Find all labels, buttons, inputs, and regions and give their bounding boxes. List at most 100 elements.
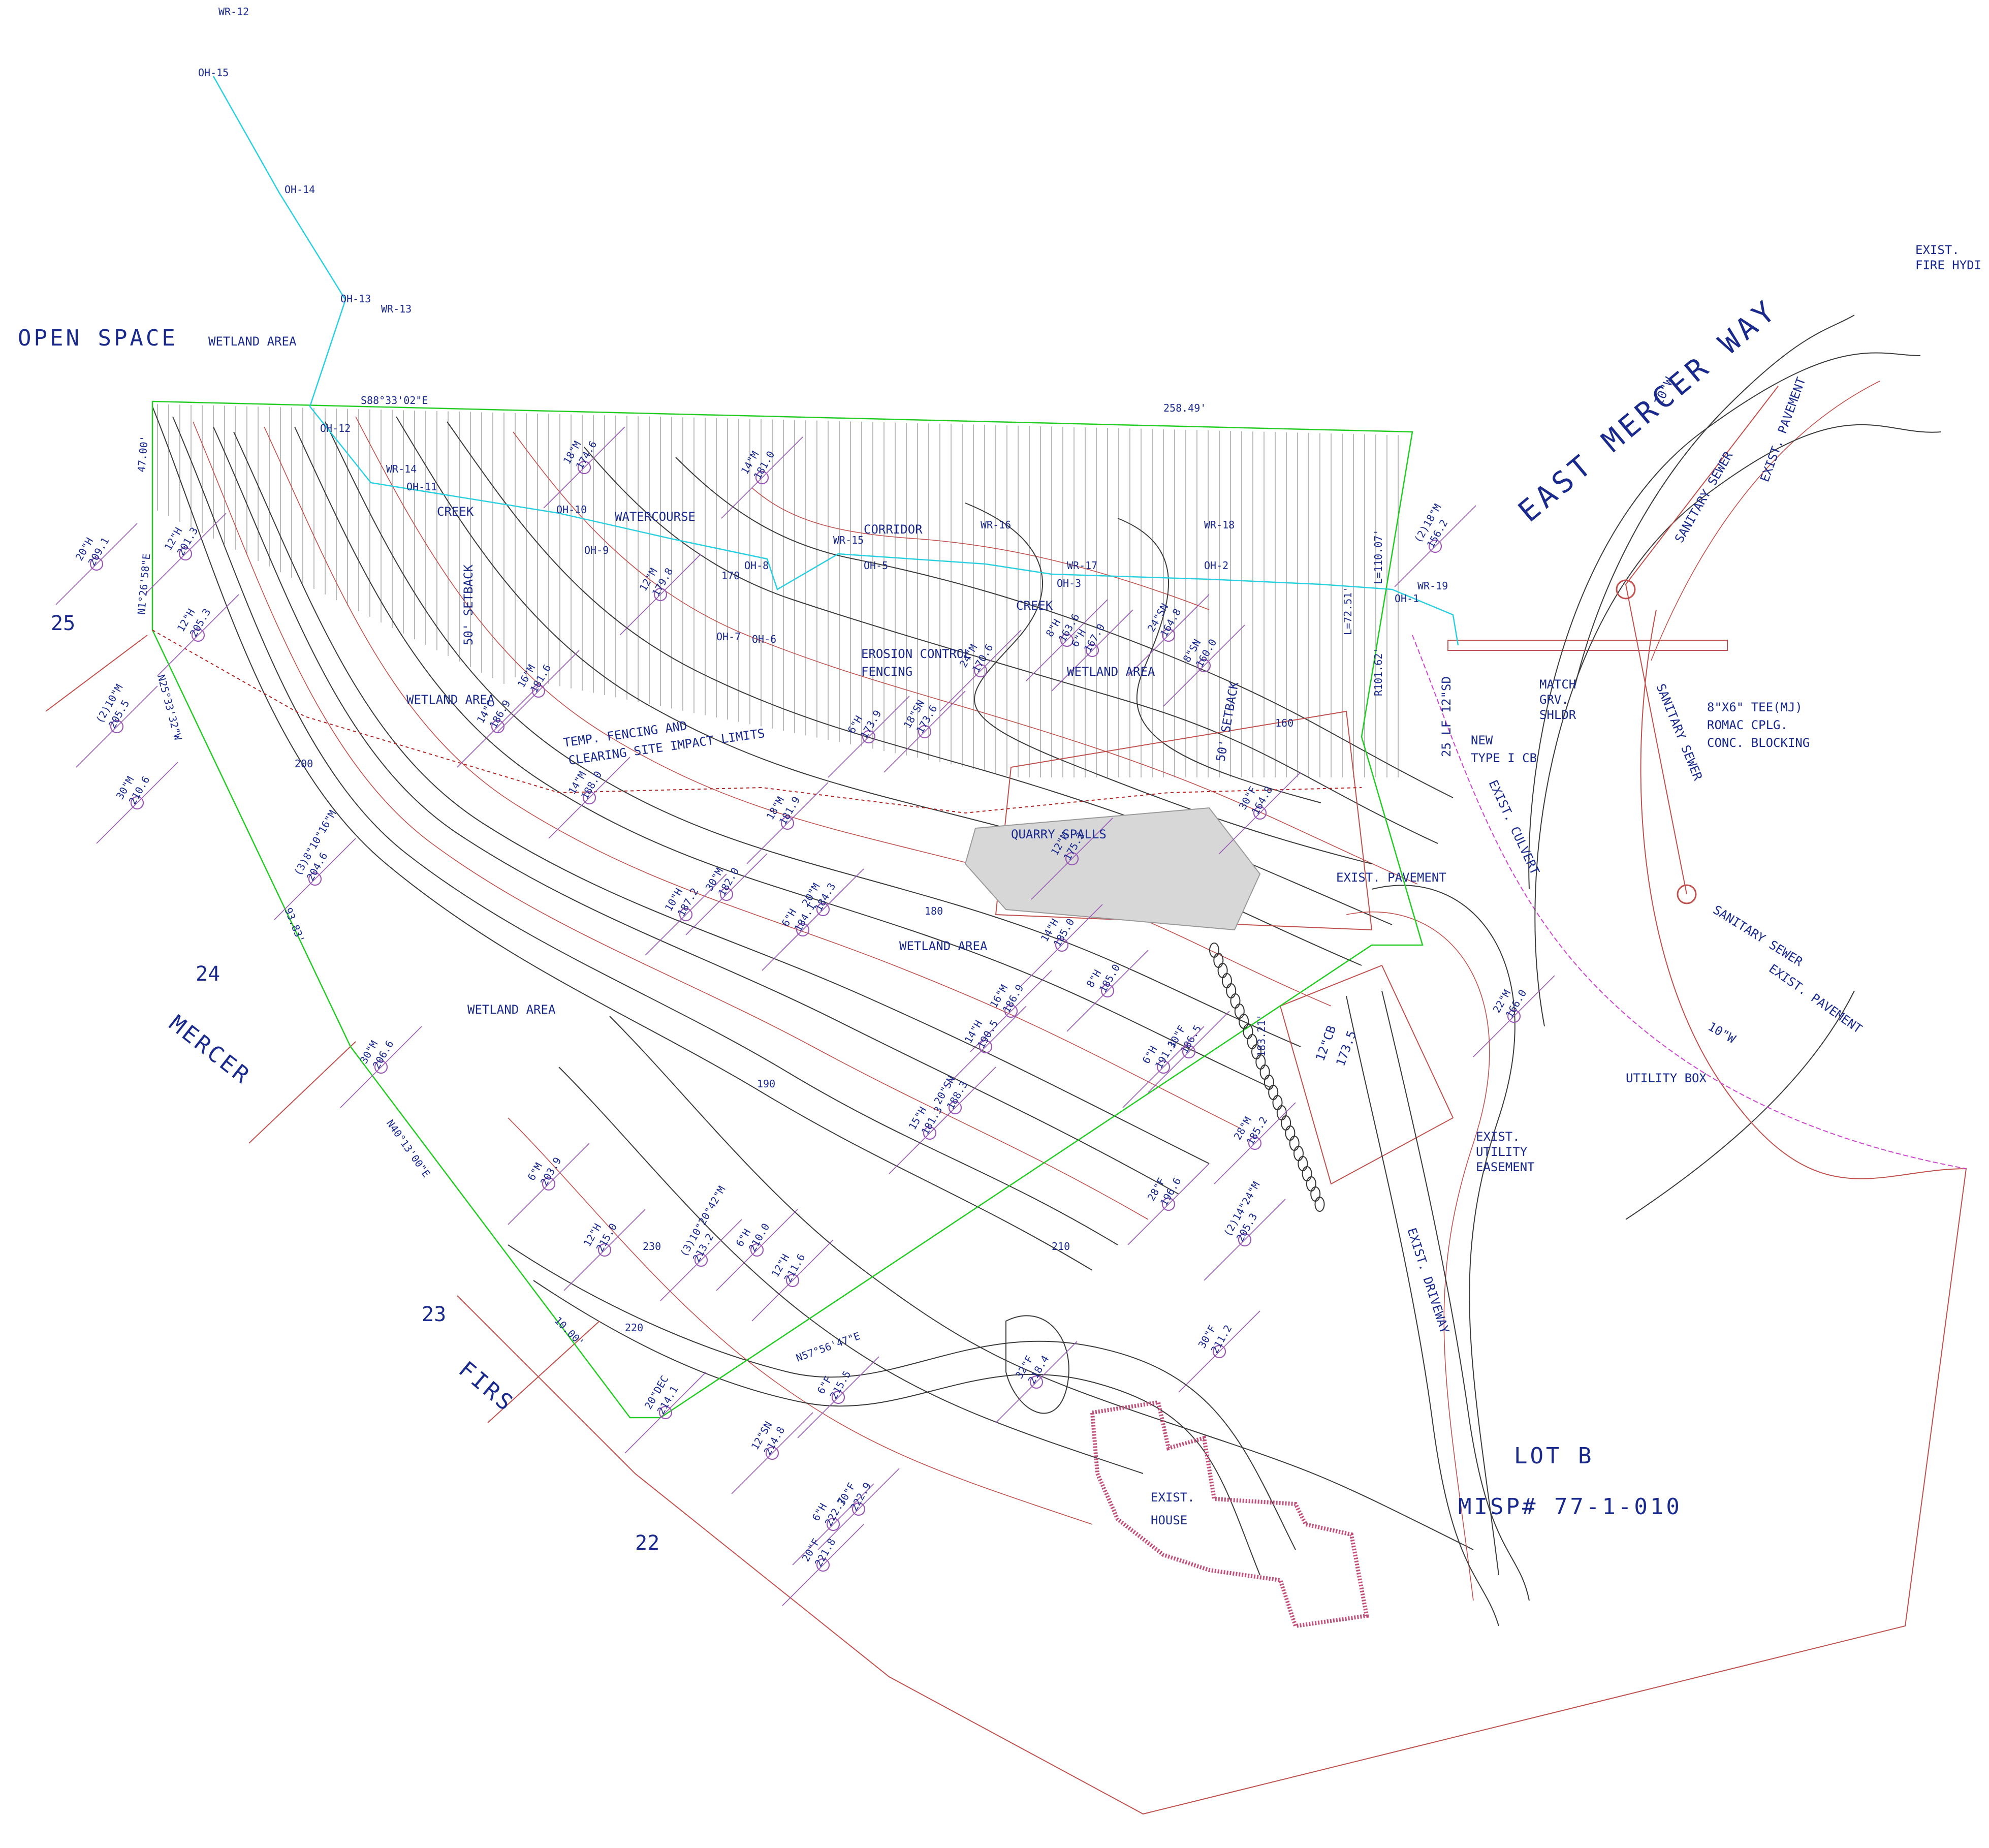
rock-wall-stone — [1217, 963, 1228, 978]
rock-wall-stone — [1302, 1166, 1312, 1181]
tree-leader — [792, 1483, 874, 1565]
lot-number: 23 — [422, 1303, 446, 1326]
tree-leader — [457, 685, 539, 768]
tree-leader — [645, 873, 727, 956]
tree-symbol — [89, 557, 104, 571]
utility-box-label: UTILITY BOX — [1626, 1071, 1707, 1085]
new-cb-label2: TYPE I CB — [1471, 751, 1537, 765]
tree-symbol — [1029, 1375, 1044, 1389]
rock-wall-stone — [1310, 1186, 1321, 1202]
tree-leader — [782, 1524, 864, 1606]
contour-label: 210 — [1052, 1240, 1070, 1252]
sanitary-sewer-label: SANITARY SEWER — [1672, 449, 1736, 545]
tree-symbol — [796, 923, 810, 937]
lot-number: 22 — [635, 1531, 659, 1555]
bearing-label: N25°33'32"W — [155, 673, 184, 742]
station-label: OH-7 — [716, 631, 741, 643]
tree-leader — [1026, 599, 1108, 681]
tree-leader — [970, 970, 1052, 1052]
tree-leader — [685, 853, 768, 935]
station-label: WR-14 — [386, 463, 417, 475]
tree-leader — [660, 1219, 742, 1301]
tree-symbol — [719, 887, 734, 901]
tree-symbol — [826, 1517, 840, 1531]
station-label: OH-1 — [1395, 592, 1419, 605]
creek-label: CREEK — [1016, 599, 1053, 613]
exist-culvert-label: EXIST. CULVERT — [1486, 778, 1542, 877]
tree-symbol — [1182, 1045, 1196, 1059]
quarry-spalls-area — [964, 807, 1261, 931]
tree-symbol — [851, 1502, 866, 1516]
east-mercer-way-road — [1528, 352, 1941, 1027]
station-label: OH-5 — [864, 559, 888, 572]
tree-symbol — [816, 902, 830, 917]
station-label: OH-2 — [1204, 559, 1228, 572]
road-edge — [1412, 635, 1967, 1169]
rock-wall-stone — [1285, 1125, 1296, 1141]
tree-symbol — [1212, 1344, 1226, 1359]
exist-house-label2: HOUSE — [1151, 1513, 1187, 1527]
station-label: WR-12 — [218, 6, 249, 18]
station-label: OH-9 — [584, 544, 609, 556]
exist-house-label: EXIST. — [1151, 1490, 1195, 1505]
exist-pavement-label: EXIST. PAVEMENT — [1757, 375, 1808, 484]
rock-wall-stone — [1213, 953, 1224, 968]
station-label: OH-10 — [556, 504, 587, 516]
storm-drain-label: 25 LF 12"SD — [1439, 676, 1454, 757]
curve-data-label: R101.62' — [1372, 647, 1384, 696]
tree-symbol — [978, 1040, 993, 1054]
mercer-label: MERCER — [164, 1010, 256, 1090]
tree-symbol — [1085, 643, 1099, 657]
utility-easement-label2: UTILITY — [1476, 1145, 1528, 1159]
tree-symbol — [1065, 852, 1079, 866]
tree-symbol — [1055, 938, 1069, 952]
station-label: OH-12 — [320, 422, 351, 434]
rock-wall-stone — [1298, 1156, 1308, 1171]
wetland-area-label: WETLAND AREA — [208, 334, 297, 349]
open-space-label: OPEN SPACE — [18, 325, 178, 351]
tree-symbol — [130, 796, 144, 810]
tree-leader — [716, 1209, 798, 1291]
rock-wall-stone — [1259, 1064, 1270, 1080]
rock-wall-stone — [1281, 1115, 1291, 1131]
tree-leader — [548, 757, 630, 839]
tree-leader — [76, 685, 158, 768]
lot-numbers: 25 24 23 22 — [51, 612, 659, 1555]
tree-symbol — [923, 1126, 937, 1140]
tree-symbol — [1161, 1197, 1176, 1211]
rock-wall-stone — [1293, 1146, 1304, 1161]
distance-label: 47.00' — [135, 435, 150, 473]
exist-house-outline — [1090, 1400, 1369, 1628]
utility-easement-label: EXIST. — [1476, 1130, 1520, 1144]
water-main-label: 10"W — [1706, 1019, 1739, 1046]
tree-symbol — [582, 791, 596, 805]
tree-leader — [157, 594, 239, 676]
lot-b-label: LOT B — [1514, 1443, 1594, 1469]
watercourse-label: WATERCOURSE — [615, 510, 696, 524]
tree-leader — [883, 691, 966, 773]
wetland-hatch — [157, 404, 1399, 777]
tree-leader — [751, 1239, 834, 1322]
tree-leader — [563, 1209, 646, 1291]
tree-leader — [746, 782, 829, 864]
tree-leader — [1021, 904, 1103, 986]
station-label: WR-15 — [833, 534, 864, 546]
lot-number: 24 — [196, 962, 220, 986]
tree-symbol — [918, 725, 932, 739]
rock-wall-stone — [1230, 993, 1241, 1009]
distance-label: 10.00' — [552, 1314, 586, 1349]
station-label: OH-15 — [198, 67, 229, 79]
tree-symbol — [765, 1446, 779, 1460]
